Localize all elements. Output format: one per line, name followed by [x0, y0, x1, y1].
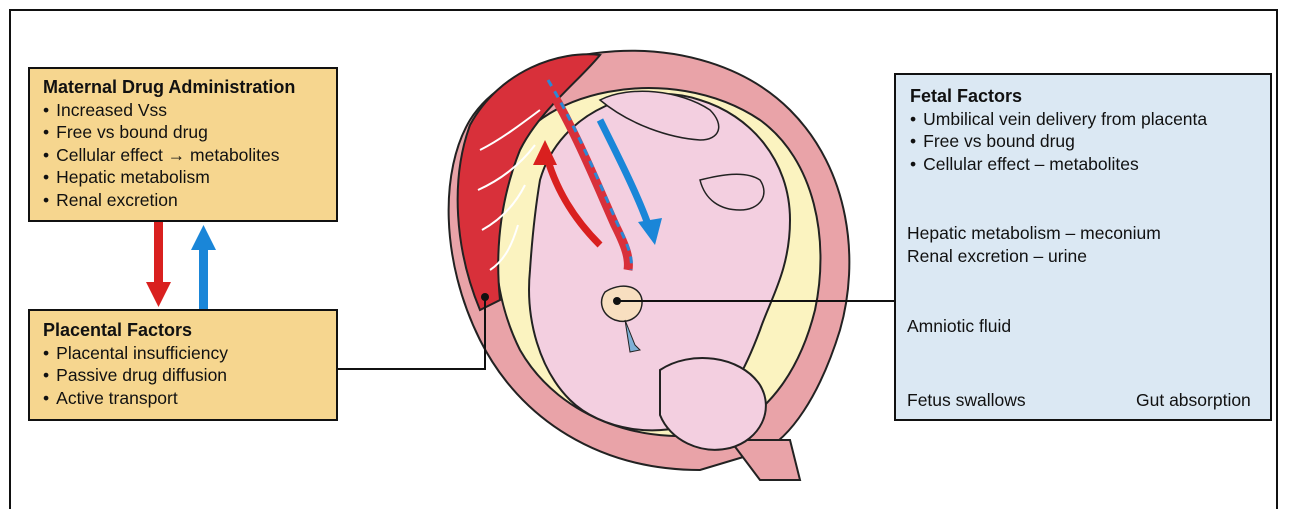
- fetal-hepatic-text: Hepatic metabolism – meconium: [907, 222, 1161, 245]
- maternal-item: Free vs bound drug: [43, 121, 336, 144]
- uterus-illustration: [449, 51, 850, 480]
- exchange-arrows: [146, 222, 216, 309]
- maternal-item: Cellular effect → metabolites: [43, 144, 336, 167]
- gut-absorption-text: Gut absorption: [1136, 389, 1251, 412]
- placental-title: Placental Factors: [43, 319, 336, 342]
- fetal-item: Cellular effect – metabolites: [910, 153, 1270, 176]
- placental-factors-box: Placental Factors Placental insufficienc…: [28, 309, 338, 421]
- fetus-swallows-text: Fetus swallows: [907, 389, 1026, 412]
- amniotic-fluid-text: Amniotic fluid: [907, 315, 1011, 338]
- maternal-list: Increased Vss Free vs bound drug Cellula…: [43, 99, 336, 212]
- placental-list: Placental insufficiency Passive drug dif…: [43, 342, 336, 410]
- placental-item: Active transport: [43, 387, 336, 410]
- placenta-connector-line: [338, 297, 485, 369]
- placental-item: Placental insufficiency: [43, 342, 336, 365]
- maternal-drug-box: Maternal Drug Administration Increased V…: [28, 67, 338, 222]
- uterus-neck: [730, 440, 800, 480]
- maternal-item: Hepatic metabolism: [43, 166, 336, 189]
- fetal-renal-text: Renal excretion – urine: [907, 245, 1087, 268]
- maternal-title: Maternal Drug Administration: [43, 76, 336, 99]
- fetal-liver: [602, 286, 642, 321]
- maternal-item: Renal excretion: [43, 189, 336, 212]
- fetal-item: Umbilical vein delivery from placenta: [910, 108, 1270, 131]
- fetal-item: Free vs bound drug: [910, 130, 1270, 153]
- fetal-title: Fetal Factors: [910, 85, 1270, 108]
- placental-item: Passive drug diffusion: [43, 364, 336, 387]
- maternal-item: Increased Vss: [43, 99, 336, 122]
- fetal-list: Umbilical vein delivery from placenta Fr…: [910, 108, 1270, 176]
